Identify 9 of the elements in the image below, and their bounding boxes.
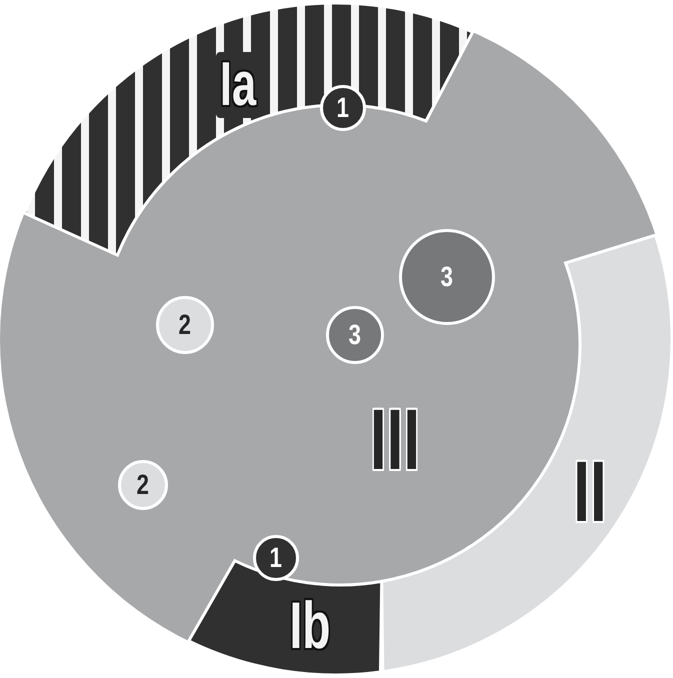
region-label: II — [573, 449, 607, 535]
region-label: III — [370, 397, 420, 483]
number-label: 1 — [270, 544, 282, 572]
number-label: 2 — [178, 311, 192, 339]
number-label: 1 — [336, 94, 350, 122]
number-label: 3 — [348, 321, 362, 349]
region-label: Ib — [289, 592, 331, 658]
number-label: 2 — [136, 471, 150, 499]
number-label: 3 — [440, 263, 454, 291]
